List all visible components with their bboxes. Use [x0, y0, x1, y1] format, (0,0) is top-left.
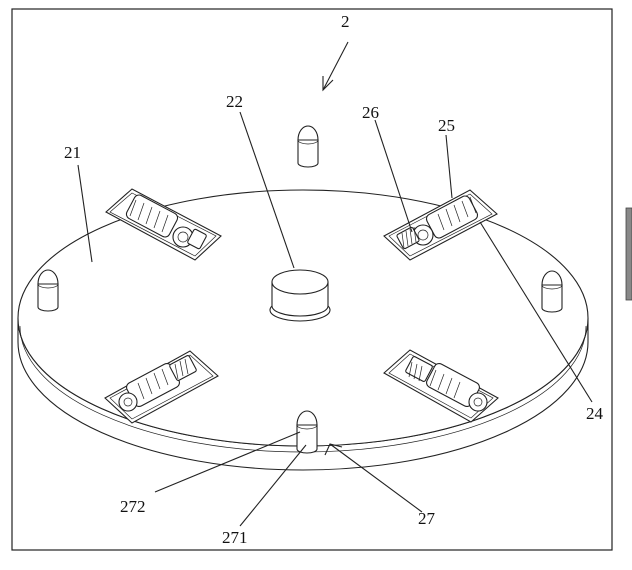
center-post: [269, 269, 331, 322]
label-gear: 25: [438, 116, 455, 135]
slot-module-upper-right: [383, 189, 498, 261]
label-center-post: 22: [226, 92, 243, 111]
label-assembly: 2: [341, 12, 350, 31]
pin-right: [541, 270, 563, 313]
label-pin: 27: [418, 509, 436, 528]
drawing-border: [11, 8, 613, 551]
label-slot: 24: [586, 404, 604, 423]
label-pin-top: 272: [120, 497, 146, 516]
slot-module-lower-left: [104, 350, 219, 424]
pin-left: [37, 269, 59, 312]
label-motor: 26: [362, 103, 379, 122]
leader-lines: [77, 41, 593, 527]
slot-module-upper-left: [105, 188, 222, 261]
pin-top: [297, 125, 319, 168]
edge-fragment: [625, 207, 632, 301]
label-plate: 21: [64, 143, 81, 162]
label-pin-base: 271: [222, 528, 248, 547]
pin-bottom: [296, 410, 318, 454]
slot-module-lower-right: [383, 349, 499, 423]
